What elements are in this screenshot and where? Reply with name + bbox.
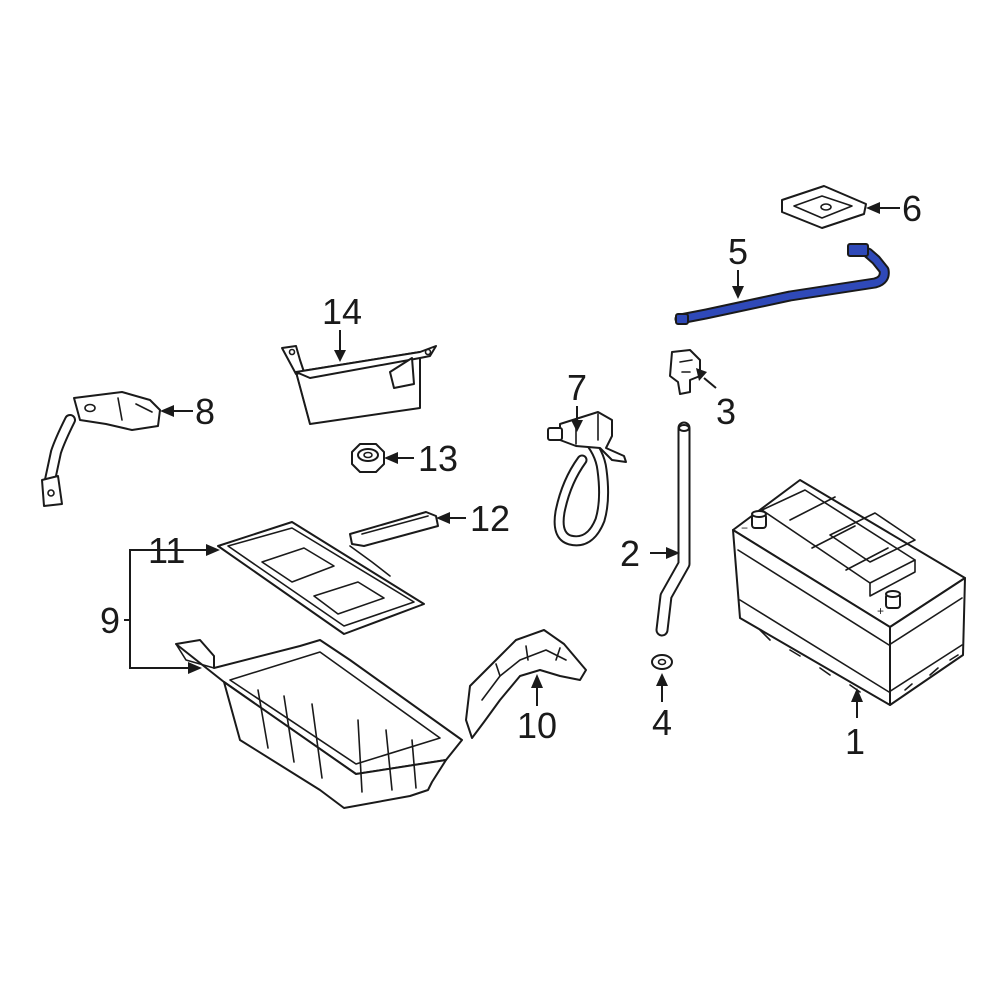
part-4-washer [651,654,673,670]
part-14-bracket [281,345,437,425]
callout-5: 5 [728,231,748,272]
callout-12: 12 [470,498,510,539]
callout-4: 4 [652,702,672,743]
part-9-box [175,639,463,809]
leader-lines [124,202,900,718]
cable-5-body [676,249,888,323]
callout-1: 1 [845,721,865,762]
svg-text:−: − [741,521,748,535]
part-11-tray [217,521,425,635]
cable-5-terminal [847,243,869,257]
svg-text:+: + [877,604,884,618]
part-7-harness [547,411,627,547]
part-3-clamp [669,349,701,395]
cable-5-end-lug [675,313,689,325]
callout-13: 13 [418,438,458,479]
part-13-nut [351,443,385,473]
callout-labels: 1 2 3 4 5 6 7 8 9 10 11 12 13 14 [100,188,922,762]
callout-10: 10 [517,705,557,746]
callout-6: 6 [902,188,922,229]
callout-9: 9 [100,600,120,641]
part-5-cable-highlighted [674,243,890,325]
part-2-rod [655,421,691,637]
part-12-strip [349,511,439,547]
callout-8: 8 [195,391,215,432]
callout-2: 2 [620,533,640,574]
part-8-cable [41,391,161,507]
callout-7: 7 [567,367,587,408]
callout-14: 14 [322,291,362,332]
callout-11: 11 [148,530,185,571]
part-6-pad [781,185,867,229]
part-1-battery: + − [732,479,966,706]
callout-3: 3 [716,391,736,432]
part-10-shield [465,629,587,739]
